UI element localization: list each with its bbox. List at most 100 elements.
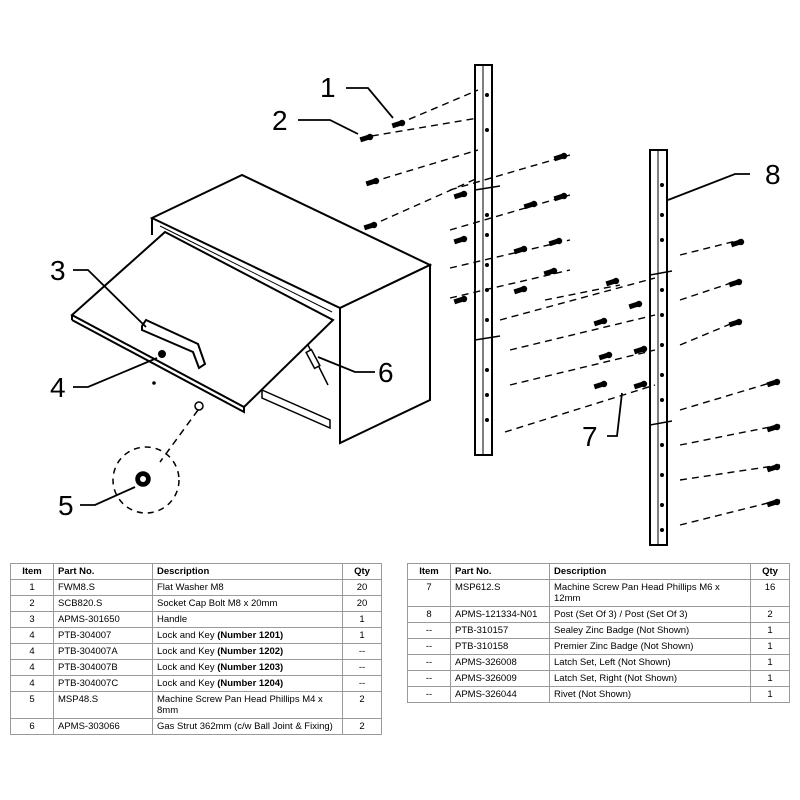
- description-number: (Number 1202): [217, 646, 284, 657]
- cell-description: Gas Strut 362mm (c/w Ball Joint & Fixing…: [152, 718, 343, 735]
- lock: [158, 350, 166, 358]
- cell-description: Latch Set, Right (Not Shown): [549, 670, 751, 687]
- cell-part-no: APMS-326044: [450, 686, 550, 703]
- post-hole: [660, 288, 664, 292]
- header-item: Item: [407, 563, 451, 580]
- bolt-axis-line: [449, 269, 571, 299]
- bolt-axis-line: [679, 499, 781, 526]
- bolt-axis-line: [679, 379, 781, 411]
- post-hole: [485, 418, 489, 422]
- screw: [363, 221, 378, 231]
- cell-description: Lock and Key (Number 1201): [152, 627, 343, 644]
- description-number: (Number 1204): [217, 678, 284, 689]
- cell-description: Handle: [152, 611, 343, 628]
- callout-leaders: [73, 87, 750, 506]
- cell-description: Premier Zinc Badge (Not Shown): [549, 638, 751, 655]
- callout-2: 2: [272, 105, 288, 136]
- screw: [730, 238, 745, 248]
- callout-7: 7: [582, 421, 598, 452]
- bolt-axis-line: [679, 424, 781, 446]
- cell-part-no: MSP612.S: [450, 579, 550, 607]
- description-text: Lock and Key: [157, 662, 218, 673]
- description-text: Handle: [157, 614, 188, 625]
- cell-qty: 1: [750, 622, 790, 639]
- bolt-axis-line: [371, 149, 479, 183]
- cell-qty: 20: [342, 579, 382, 596]
- screw: [633, 380, 648, 390]
- cell-qty: 2: [342, 691, 382, 719]
- cell-qty: --: [342, 643, 382, 660]
- screw: [766, 498, 781, 508]
- description-text: Lock and Key: [157, 678, 218, 689]
- bolt-axis-line: [504, 384, 656, 433]
- cell-qty: 1: [750, 686, 790, 703]
- post-hole: [485, 393, 489, 397]
- cabinet-door: [70, 230, 335, 414]
- description-text: Flat Washer M8: [157, 582, 224, 593]
- post-hole: [660, 373, 664, 377]
- cabinet: [149, 173, 433, 445]
- cell-part-no: PTB-310157: [450, 622, 550, 639]
- bolt-axis-line: [509, 349, 656, 386]
- lock-detail: [112, 401, 204, 514]
- post-hole: [660, 238, 664, 242]
- post-hole: [660, 398, 664, 402]
- header-part-no: Part No.: [450, 563, 550, 580]
- cell-item: 4: [10, 659, 54, 676]
- screw: [513, 245, 528, 255]
- post-hole: [485, 93, 489, 97]
- post-hole: [485, 213, 489, 217]
- screw: [728, 278, 743, 288]
- cell-qty: 2: [342, 718, 382, 735]
- header-qty: Qty: [342, 563, 382, 580]
- cell-description: Flat Washer M8: [152, 579, 343, 596]
- table-header-row: Item Part No. Description Qty: [10, 563, 382, 580]
- header-description: Description: [549, 563, 751, 580]
- header-qty: Qty: [750, 563, 790, 580]
- screw: [628, 300, 643, 310]
- screw: [633, 345, 648, 355]
- description-number: (Number 1203): [217, 662, 284, 673]
- cell-qty: 1: [750, 670, 790, 687]
- screw: [593, 380, 608, 390]
- cell-item: 8: [407, 606, 451, 623]
- bolt-axis-line: [359, 117, 479, 139]
- bolt-axis-line: [679, 464, 781, 481]
- cell-item: 1: [10, 579, 54, 596]
- bolt-axis-line: [679, 239, 741, 256]
- cell-part-no: FWM8.S: [53, 579, 153, 596]
- cell-qty: --: [342, 659, 382, 676]
- cell-item: 7: [407, 579, 451, 607]
- screw: [453, 295, 468, 305]
- header-part-no: Part No.: [53, 563, 153, 580]
- cell-qty: 1: [750, 638, 790, 655]
- post-hole: [660, 473, 664, 477]
- callout-4: 4: [50, 372, 66, 403]
- header-description: Description: [152, 563, 343, 580]
- cell-qty: 16: [750, 579, 790, 607]
- screws: [359, 119, 781, 508]
- cell-item: 6: [10, 718, 54, 735]
- screw: [543, 267, 558, 277]
- post-hole: [660, 183, 664, 187]
- post-hole: [660, 313, 664, 317]
- cell-description: Sealey Zinc Badge (Not Shown): [549, 622, 751, 639]
- cell-part-no: APMS-326008: [450, 654, 550, 671]
- cell-item: --: [407, 622, 451, 639]
- cell-part-no: APMS-303066: [53, 718, 153, 735]
- cell-item: 3: [10, 611, 54, 628]
- post-hole: [485, 128, 489, 132]
- cell-item: --: [407, 686, 451, 703]
- screw: [359, 133, 374, 143]
- cell-qty: --: [342, 675, 382, 692]
